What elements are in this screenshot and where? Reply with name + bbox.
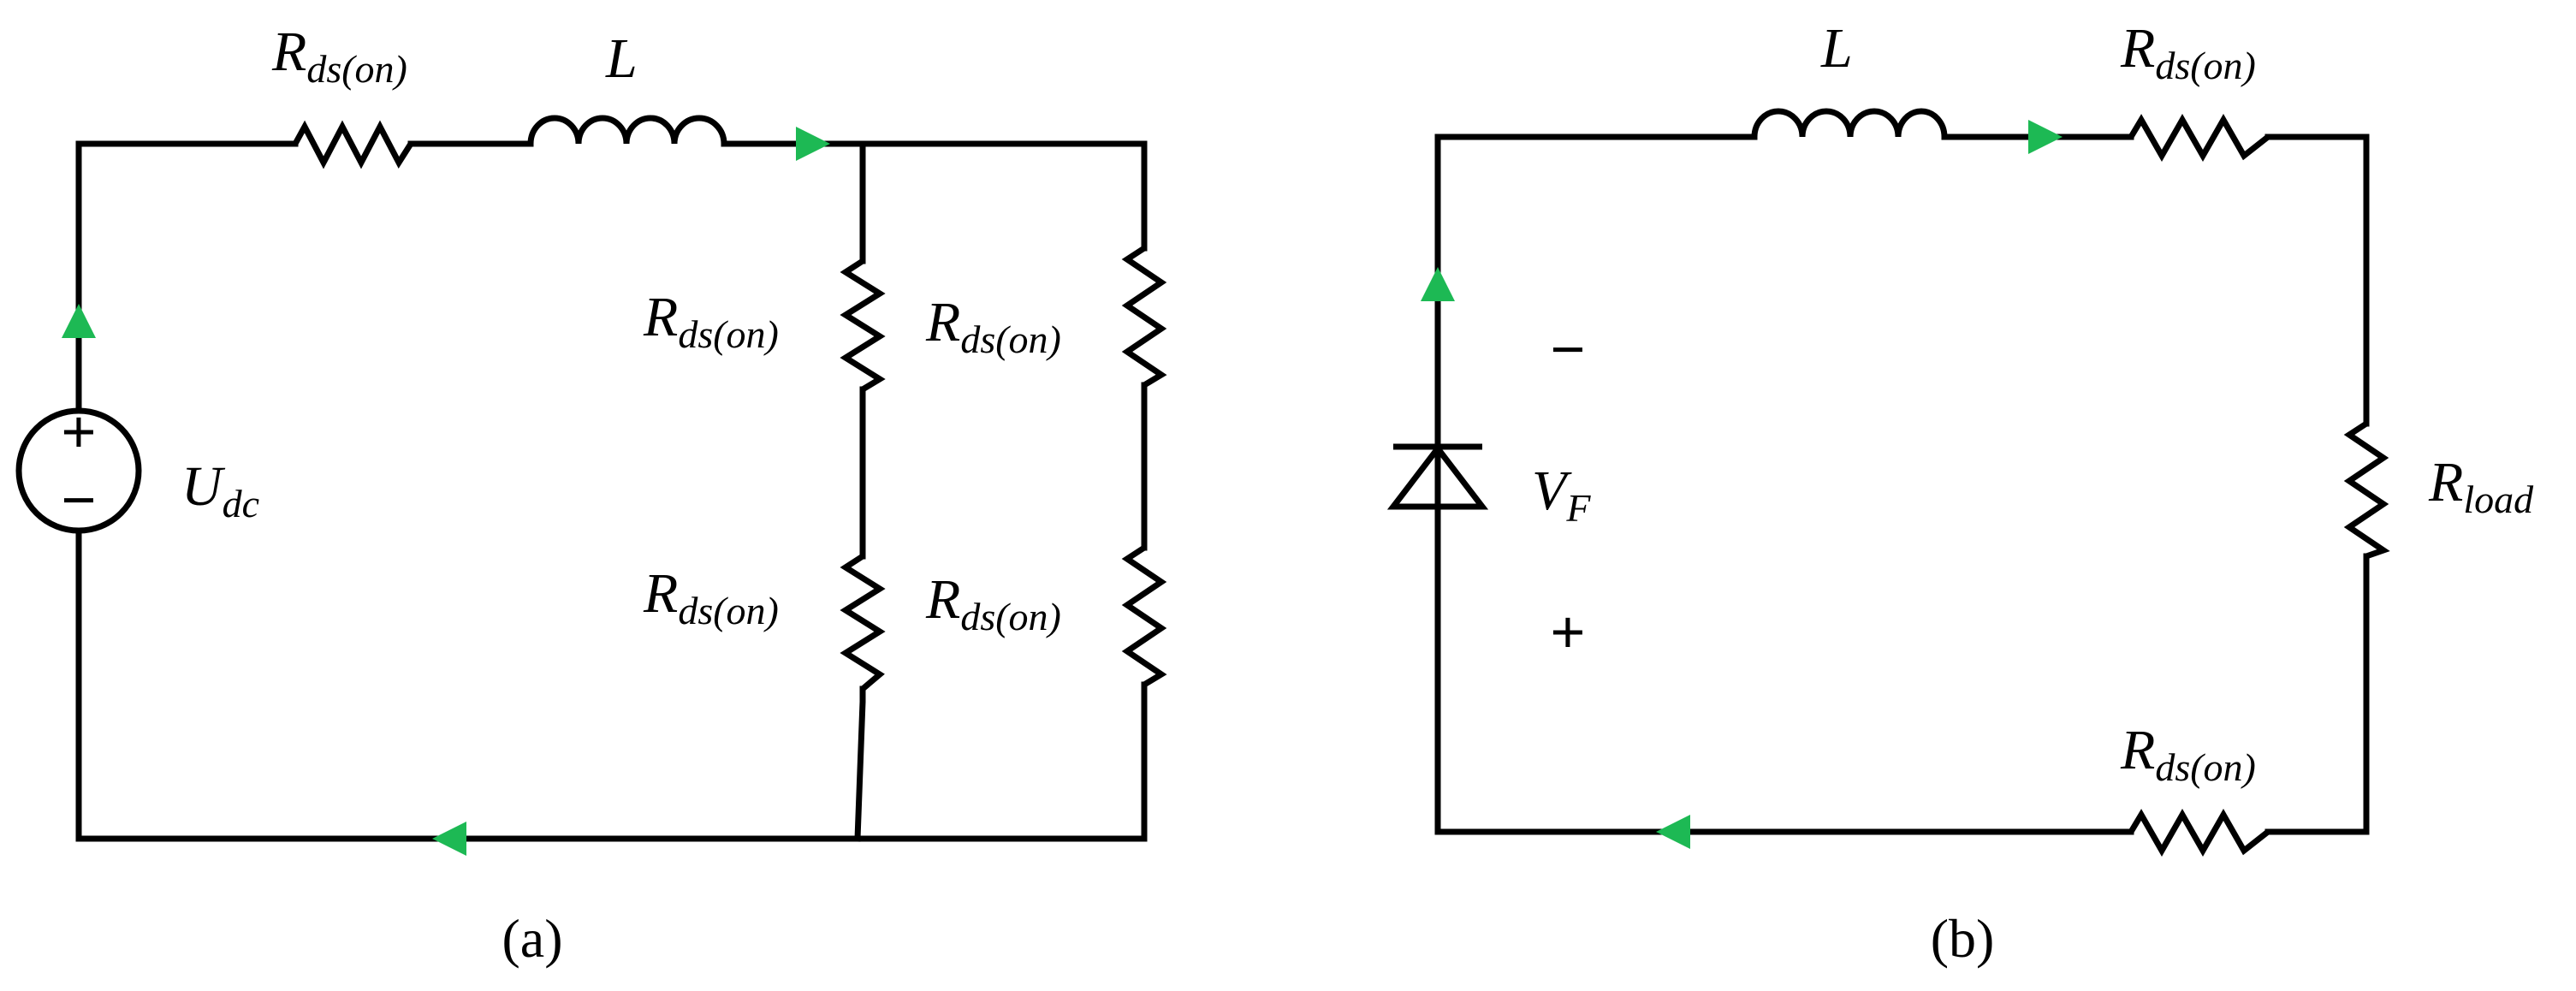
a-right-lower-resistor-label: Rds(on) <box>925 568 1061 638</box>
b-diode-triangle <box>1386 443 1489 510</box>
b-load-resistor-label: Rload <box>2428 451 2534 521</box>
b-current-arrow-top <box>2028 120 2063 154</box>
a-current-arrow-top <box>796 127 830 161</box>
a-source-circle <box>15 407 142 534</box>
a-caption: (a) <box>502 908 562 969</box>
b-load-resistor <box>2343 421 2390 560</box>
a-mid-upper-resistor <box>840 258 886 393</box>
a-mid-lower-resistor-label: Rds(on) <box>643 562 779 632</box>
b-inductor-label: L <box>1820 17 1853 80</box>
a-top-resistor <box>292 120 413 169</box>
diagram-b-wires <box>1434 134 2370 835</box>
b-right-wire-top <box>2264 134 2370 427</box>
b-polarity-plus: + <box>1551 598 1586 665</box>
a-current-arrow-bottom <box>432 822 466 856</box>
a-current-arrow-left <box>62 304 96 338</box>
a-mid-upper-resistor-label: Rds(on) <box>643 286 779 356</box>
a-mid-branch-bottom <box>854 685 866 842</box>
b-bottom-wire <box>1434 503 2134 835</box>
a-right-lower-resistor <box>1121 545 1167 688</box>
a-right-upper-resistor <box>1121 246 1167 389</box>
a-source-plus: + <box>62 398 97 465</box>
a-source-minus: − <box>62 466 97 533</box>
a-inductor-label: L <box>605 27 638 90</box>
b-right-wire-bottom <box>2264 553 2370 835</box>
b-diode-label: VF <box>1532 460 1591 530</box>
a-source-label: Udc <box>181 455 259 525</box>
b-top-resistor-label: Rds(on) <box>2120 17 2256 87</box>
a-mid-lower-resistor <box>840 554 886 691</box>
diagram-b: − + L Rds(on) VF Rload Rds(on) (b) <box>1386 17 2534 969</box>
b-bottom-resistor <box>2128 808 2270 857</box>
a-bottom-wire <box>75 527 1148 842</box>
a-right-upper-resistor-label: Rds(on) <box>925 291 1061 361</box>
b-bottom-resistor-label: Rds(on) <box>2120 719 2256 789</box>
b-current-arrow-left <box>1421 267 1455 301</box>
diagram-a: + − Rds(on) L Udc Rds(on) Rds(on) Rds(on… <box>15 21 1167 969</box>
a-top-resistor-label: Rds(on) <box>271 21 407 91</box>
a-voltage-source: + − <box>15 398 142 534</box>
b-left-wire-top <box>1434 134 1758 450</box>
b-diode <box>1386 443 1489 510</box>
b-top-resistor <box>2128 113 2270 163</box>
a-inductor <box>527 115 727 145</box>
b-inductor <box>1751 108 1948 138</box>
b-caption: (b) <box>1931 908 1995 969</box>
b-polarity-minus: − <box>1551 316 1586 383</box>
diagram-a-wires <box>75 140 1148 842</box>
b-current-arrow-bottom <box>1656 815 1690 849</box>
